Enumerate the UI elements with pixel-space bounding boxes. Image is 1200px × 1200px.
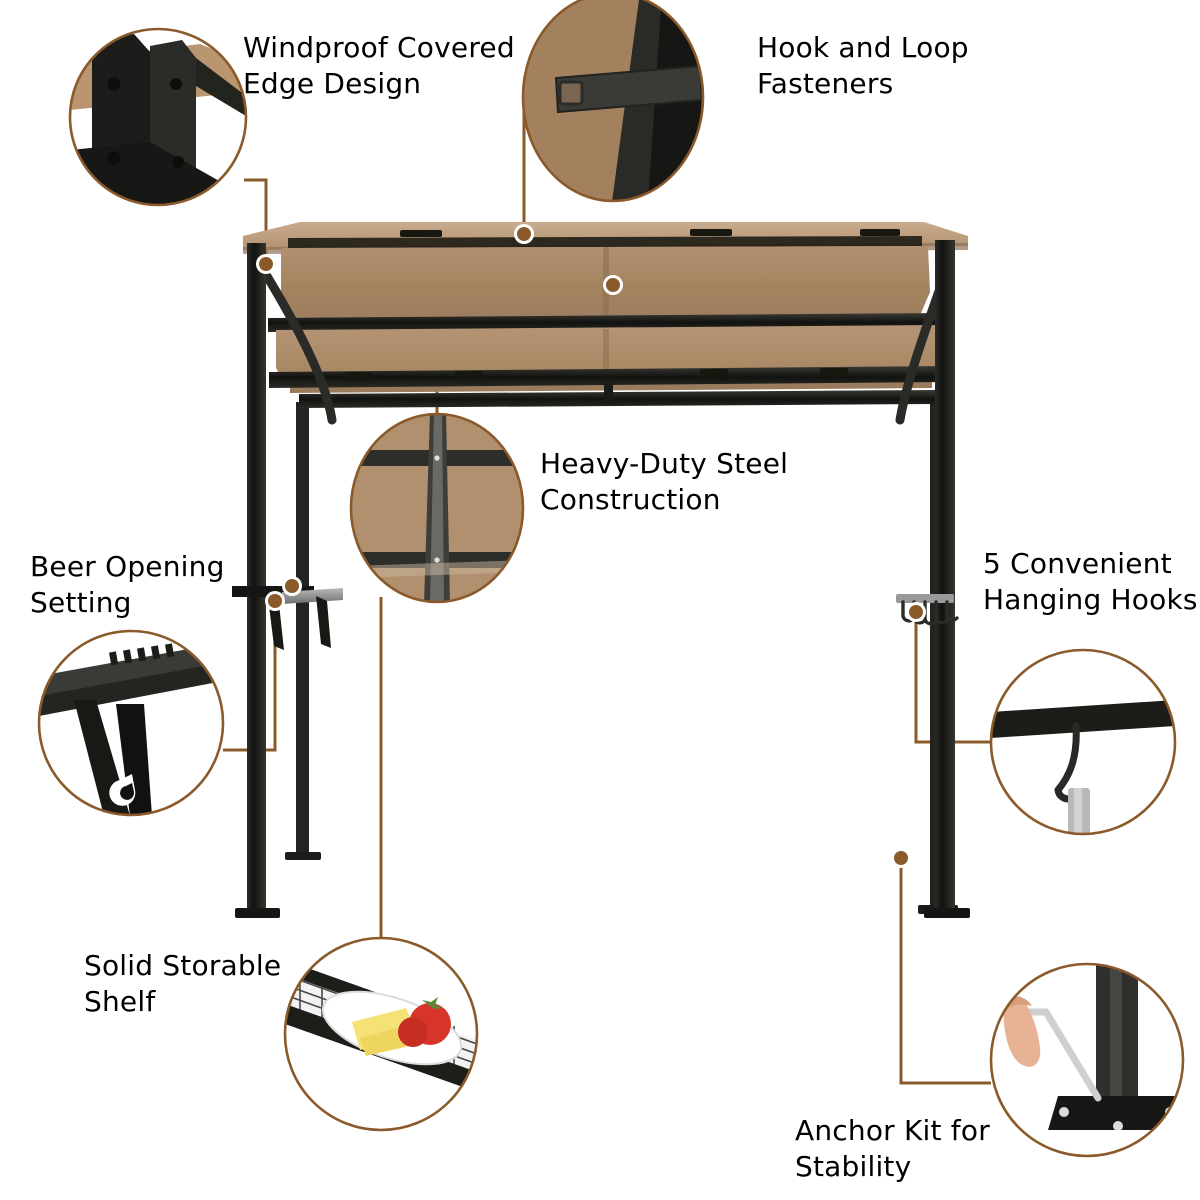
anchor-dot-beer <box>265 591 285 611</box>
detail-bubble-shelf <box>283 936 479 1132</box>
anchor-dot-anchor-kit <box>891 848 911 868</box>
leader-line-beer <box>223 601 277 752</box>
anchor-dot-shelf <box>282 576 302 596</box>
front-lower-crossbeam-2 <box>299 390 936 408</box>
callout-label-windproof-covered-edge-design: Windproof Covered Edge Design <box>243 31 515 101</box>
detail-circle-steel <box>349 412 525 604</box>
anchor-dot-hooks <box>906 602 926 622</box>
front-lower-crossbeam <box>269 366 952 388</box>
detail-circle-anchor <box>989 962 1185 1158</box>
canopy-top-tabs <box>400 229 900 237</box>
grill-gazebo-illustration <box>232 222 970 918</box>
detail-circle-shelf <box>283 936 479 1132</box>
canopy-tabs <box>345 368 848 380</box>
rear-post-left <box>296 402 309 857</box>
detail-bubble-windproof <box>68 27 248 207</box>
detail-bubble-hooks <box>989 648 1177 836</box>
shelf-bracket-a <box>268 598 284 650</box>
rear-post-left-base <box>285 852 321 860</box>
hook-rail-assembly <box>896 594 959 626</box>
hook-rail <box>896 594 954 603</box>
shelf-bracket-b <box>316 596 331 648</box>
leader-line-anchor <box>899 858 991 1085</box>
detail-bubble-hook-loop <box>521 0 705 203</box>
anchor-dots <box>256 224 926 868</box>
detail-bubble-beer <box>37 629 225 817</box>
crossbeam-vertical-tie <box>604 382 613 404</box>
detail-bubble-steel <box>349 412 525 604</box>
detail-circle-beer <box>37 629 225 817</box>
callout-label-beer-opening-setting: Beer Opening Setting <box>30 550 225 620</box>
canopy-top-bar <box>288 236 922 248</box>
detail-circle-windproof <box>68 27 248 207</box>
callout-label-hook-and-loop-fasteners: Hook and Loop Fasteners <box>757 31 969 101</box>
detail-circle-hooks <box>989 648 1177 836</box>
detail-circle-hook-loop <box>521 0 705 203</box>
right-post-base <box>924 908 970 918</box>
curved-brace-left <box>257 263 337 425</box>
left-post <box>247 243 266 915</box>
anchor-dot-hook-loop <box>514 224 534 244</box>
anchor-dot-windproof <box>256 254 276 274</box>
leader-line-hooks <box>914 612 991 744</box>
right-post <box>935 240 955 915</box>
left-post-base <box>235 908 280 918</box>
callout-label-solid-storable-shelf: Solid Storable Shelf <box>84 949 282 1019</box>
callout-label-heavy-duty-steel-construction: Heavy-Duty Steel Construction <box>540 447 789 517</box>
callout-label-anchor-kit-for-stability: Anchor Kit for Stability <box>795 1114 990 1184</box>
canopy-lower-seam <box>603 329 609 385</box>
callout-label-5-convenient-hanging-hooks: 5 Convenient Hanging Hooks <box>983 547 1198 617</box>
anchor-dot-steel <box>603 275 623 295</box>
